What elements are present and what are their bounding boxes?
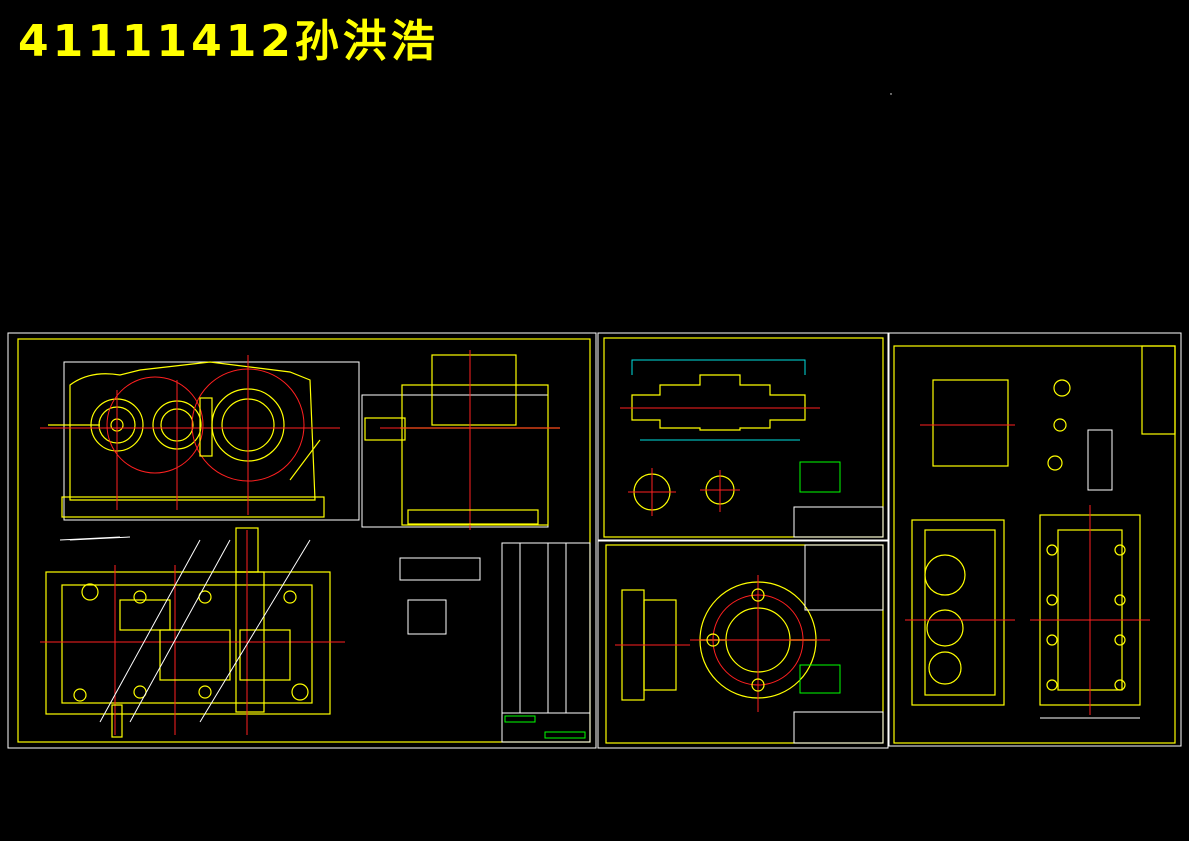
sheet-border <box>7 332 597 749</box>
side-view <box>361 350 560 530</box>
stray-point <box>890 93 892 95</box>
tech-spec-table <box>399 557 481 581</box>
sheet-housing <box>888 332 1182 747</box>
sheet-shaft <box>597 332 889 541</box>
front-view <box>40 355 360 521</box>
gear-notes <box>799 664 841 694</box>
tech-requirements-notes <box>407 599 447 635</box>
housing-title-block <box>1141 345 1176 435</box>
shaft-notes <box>799 461 841 493</box>
parts-list-table <box>501 542 591 714</box>
gear-parameter-table <box>804 544 884 611</box>
shaft-title-block <box>793 506 884 538</box>
top-view <box>40 527 345 738</box>
drawing-title: 41111412孙洪浩 <box>18 16 439 67</box>
sheet-assembly <box>7 332 597 749</box>
sheet-frame <box>17 338 591 743</box>
sheet-gear <box>597 540 889 749</box>
gear-title-block <box>793 711 884 744</box>
title-block <box>501 712 591 743</box>
